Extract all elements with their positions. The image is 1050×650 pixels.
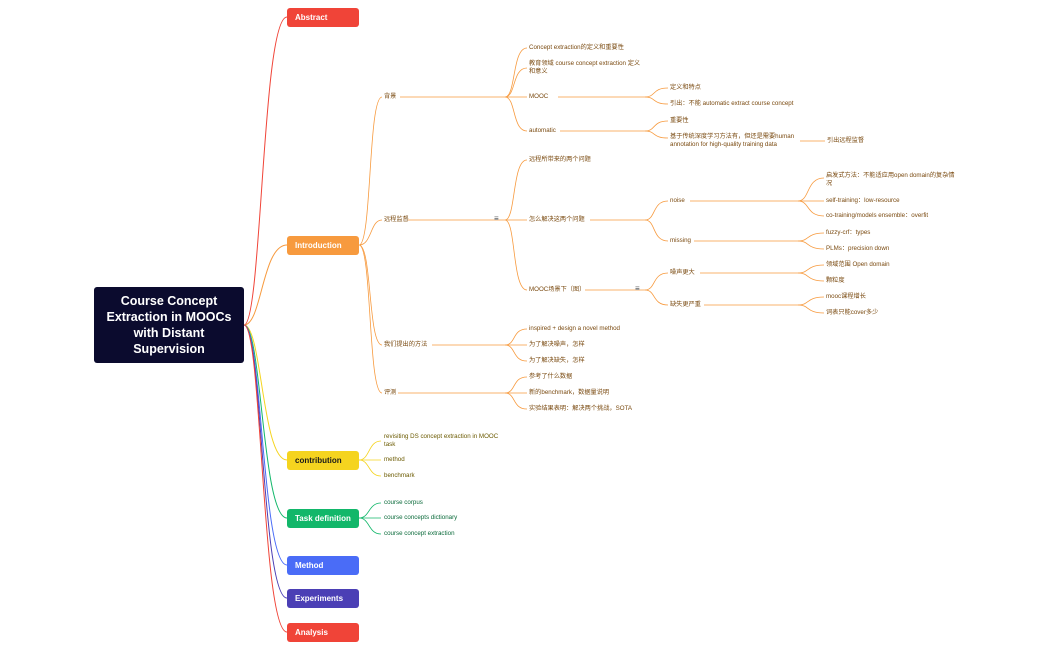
topic-solve-noise[interactable]: 为了解决噪声，怎样 xyxy=(529,341,585,348)
topic-eval-benchmark[interactable]: 新的benchmark，数据量说明 xyxy=(529,389,610,396)
topic-self-training[interactable]: self-training：low-resource xyxy=(826,197,900,204)
branch-experiments[interactable]: Experiments xyxy=(287,589,359,608)
topic-missing[interactable]: missing xyxy=(670,237,691,244)
connector-experiments xyxy=(243,324,288,599)
topic-mooc-lead[interactable]: 引出：不能 automatic extract course concept xyxy=(670,100,794,107)
topic-line: task xyxy=(384,441,396,448)
topic-inspired[interactable]: inspired + design a novel method xyxy=(529,325,620,332)
connector-contribution xyxy=(243,324,288,461)
branch-analysis[interactable]: Analysis xyxy=(287,623,359,642)
topic-solve-missing[interactable]: 为了解决缺失，怎样 xyxy=(529,357,585,364)
branch-abstract[interactable]: Abstract xyxy=(287,8,359,27)
topic-fuzzy-crf[interactable]: fuzzy-crf：types xyxy=(826,229,871,236)
topic-edu-definition[interactable]: 教育领域 course concept extraction 定义 和意义 xyxy=(529,60,640,76)
topic-noise[interactable]: noise xyxy=(670,197,685,204)
topic-importance[interactable]: 重要性 xyxy=(670,117,689,124)
topic-line: revisiting DS concept extraction in MOOC xyxy=(384,433,499,440)
topic-eval-data[interactable]: 参考了什么数据 xyxy=(529,373,573,380)
topic-line: 教育领域 course concept extraction 定义 xyxy=(529,60,641,67)
topic-line: 启发式方法：不能适应用open domain的复杂情 xyxy=(826,172,955,179)
topic-background[interactable]: 背景 xyxy=(384,93,397,100)
topic-mooc[interactable]: MOOC xyxy=(529,93,549,100)
topic-contrib-method[interactable]: method xyxy=(384,456,405,463)
topic-ds-problems[interactable]: 远程所带来的两个问题 xyxy=(529,156,591,163)
topic-course-corpus[interactable]: course corpus xyxy=(384,499,423,506)
topic-open-domain[interactable]: 领域范围 Open domain xyxy=(826,261,890,268)
topic-noise-bigger[interactable]: 噪声更大 xyxy=(670,269,695,276)
topic-contrib-benchmark[interactable]: benchmark xyxy=(384,472,415,479)
topic-distant-supervision[interactable]: 远程监督 xyxy=(384,216,409,223)
topic-granularity[interactable]: 颗粒度 xyxy=(826,277,845,284)
topic-missing-worse[interactable]: 缺失更严重 xyxy=(670,301,701,308)
topic-line: 和意义 xyxy=(529,68,548,75)
root-title-line: Course Concept xyxy=(120,294,218,308)
branch-contribution[interactable]: contribution xyxy=(287,451,359,470)
topic-lead-ds[interactable]: 引出远程监督 xyxy=(827,137,865,144)
root-topic[interactable]: Course Concept Extraction in MOOCs with … xyxy=(94,287,244,363)
topic-plms[interactable]: PLMs：precision down xyxy=(826,245,890,252)
connector-analysis xyxy=(243,324,288,633)
connector-introduction xyxy=(243,244,288,326)
connector-task xyxy=(243,324,288,519)
topic-line: 况 xyxy=(826,180,833,187)
topic-course-concept-extraction[interactable]: course concept extraction xyxy=(384,530,455,537)
topic-co-training[interactable]: co-training/models ensemble：overfit xyxy=(826,212,929,219)
topic-ds-solve[interactable]: 怎么解决这两个问题 xyxy=(529,216,585,223)
branch-introduction[interactable]: Introduction xyxy=(287,236,359,255)
topic-automatic[interactable]: automatic xyxy=(529,127,556,134)
topic-mooc-growth[interactable]: mooc课程增长 xyxy=(826,293,866,300)
topic-line: 基于传统深度学习方法有，但还是需要human xyxy=(670,133,795,140)
topic-our-method[interactable]: 我们提出的方法 xyxy=(384,341,428,348)
summary-icon: ≡ xyxy=(635,284,640,293)
topic-concept-definition[interactable]: Concept extraction的定义和重要性 xyxy=(529,44,624,51)
topic-line: annotation for high-quality training dat… xyxy=(670,141,777,148)
topic-dict-cover[interactable]: 词表只能cover多少 xyxy=(826,309,879,316)
branch-task-definition[interactable]: Task definition xyxy=(287,509,359,528)
topic-mooc-scene[interactable]: MOOC场景下（图） xyxy=(529,286,586,293)
root-title-line: Extraction in MOOCs xyxy=(106,310,232,324)
topic-mooc-definition[interactable]: 定义和特点 xyxy=(670,84,701,91)
root-title-line: with Distant xyxy=(133,326,205,340)
connector-abstract xyxy=(243,16,288,326)
topic-evaluation[interactable]: 评测 xyxy=(384,389,397,396)
topic-eval-results[interactable]: 实验结果表明：解决两个挑战，SOTA xyxy=(529,405,633,412)
topic-deep-learning[interactable]: 基于传统深度学习方法有，但还是需要human annotation for hi… xyxy=(670,133,794,149)
summary-icon: ≡ xyxy=(494,214,499,223)
topic-course-concepts-dictionary[interactable]: course concepts dictionary xyxy=(384,514,458,521)
topic-heuristic[interactable]: 启发式方法：不能适应用open domain的复杂情 况 xyxy=(826,172,955,188)
branch-method[interactable]: Method xyxy=(287,556,359,575)
topic-contrib-revisiting[interactable]: revisiting DS concept extraction in MOOC… xyxy=(384,433,498,449)
root-title-line: Supervision xyxy=(133,342,205,356)
